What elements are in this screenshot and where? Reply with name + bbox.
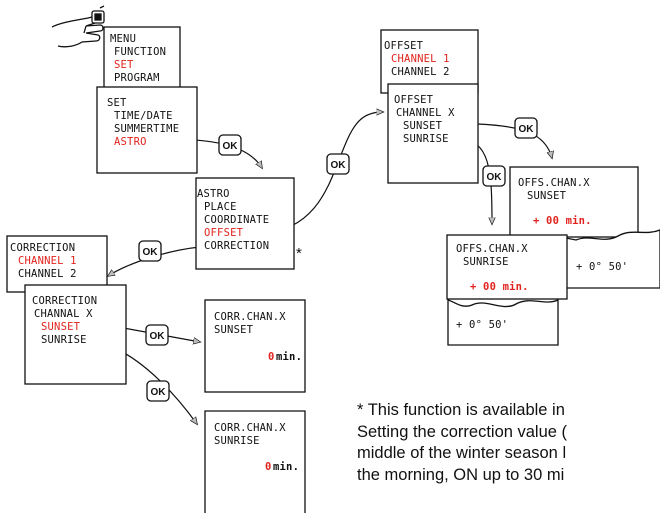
offset-line-channel1: CHANNEL 1 <box>391 53 450 65</box>
corrch-line-channal: CHANNAL X <box>34 308 93 320</box>
offset-channel-screen: OFFSET CHANNEL X SUNSET SUNRISE <box>387 83 479 184</box>
menu-line-set: SET <box>114 59 134 71</box>
hand-press-icon <box>51 5 105 48</box>
offs-sunset-screen: OFFS.CHAN.X SUNSET + 00 min. + 0° 50' <box>509 166 660 289</box>
svg-text:OK: OK <box>519 124 535 135</box>
footnote: * This function is available in Setting … <box>357 400 660 486</box>
asterisk-mark: * <box>296 245 302 262</box>
astro-line-astro: ASTRO <box>197 188 230 200</box>
footnote-line-3: middle of the winter season l <box>357 444 567 462</box>
astro-line-offset: OFFSET <box>204 227 244 239</box>
ok-button-offs-sunset[interactable]: OK <box>514 117 538 139</box>
ok-button-offset[interactable]: OK <box>326 153 350 175</box>
offset-line-offset: OFFSET <box>384 40 424 52</box>
offs-sunset-title1: OFFS.CHAN.X <box>518 177 590 189</box>
offs-sunset-title2: SUNSET <box>527 190 567 202</box>
svg-text:OK: OK <box>487 172 503 183</box>
offsetch-line-offset: OFFSET <box>394 94 434 106</box>
footnote-line-4: the morning, ON up to 30 mi <box>357 465 565 484</box>
offs-sunrise-torn-panel <box>447 298 559 346</box>
menu-line-function: FUNCTION <box>114 46 166 58</box>
corr-sunrise-screen: CORR.CHAN.X SUNRISE 0 min. <box>204 410 306 513</box>
corrch-line-title: CORRECTION <box>32 295 97 307</box>
offs-sunrise-value: + 00 min. <box>470 281 529 293</box>
set-line-timedate: TIME/DATE <box>114 110 173 122</box>
astro-line-place: PLACE <box>204 201 237 213</box>
astro-line-coordinate: COORDINATE <box>204 214 269 226</box>
corr-sunrise-title1: CORR.CHAN.X <box>214 422 286 434</box>
set-line-astro: ASTRO <box>114 136 147 148</box>
corr-sunset-title1: CORR.CHAN.X <box>214 311 286 323</box>
offs-sunset-value: + 00 min. <box>533 215 592 227</box>
offs-sunset-torn-panel <box>565 229 660 289</box>
offsetch-line-channel: CHANNEL X <box>396 107 455 119</box>
corr-sunset-unit: min. <box>276 351 302 363</box>
ok-button-set-astro[interactable]: OK <box>218 134 242 156</box>
correction-line-title: CORRECTION <box>10 242 75 254</box>
corr-sunrise-title2: SUNRISE <box>214 435 260 447</box>
svg-text:OK: OK <box>151 387 167 398</box>
offs-sunrise-title1: OFFS.CHAN.X <box>456 243 528 255</box>
corr-sunrise-unit: min. <box>273 461 299 473</box>
offs-sunrise-screen: OFFS.CHAN.X SUNRISE + 00 min. + 0° 50' <box>446 234 568 346</box>
ok-buttons: OK OK OK OK OK OK OK <box>138 117 538 402</box>
svg-text:OK: OK <box>143 247 159 258</box>
corrch-line-sunrise: SUNRISE <box>41 334 87 346</box>
offsetch-line-sunset: SUNSET <box>403 120 443 132</box>
footnote-line-1: * This function is available in <box>357 401 565 419</box>
offs-sunrise-subvalue: + 0° 50' <box>456 319 508 331</box>
offs-sunset-subvalue: + 0° 50' <box>576 261 628 273</box>
ok-button-offs-sunrise[interactable]: OK <box>482 165 506 187</box>
menu-line-program: PROGRAM <box>114 72 160 84</box>
correction-line-channel1: CHANNEL 1 <box>18 255 77 267</box>
correction-screen: CORRECTION CHANNEL 1 CHANNEL 2 <box>6 235 108 293</box>
corrch-line-sunset: SUNSET <box>41 321 81 333</box>
corr-sunrise-digit: 0 <box>265 461 272 473</box>
footnote-line-2: Setting the correction value ( <box>357 422 568 441</box>
menu-line-menu: MENU <box>110 33 136 45</box>
correction-line-channel2: CHANNEL 2 <box>18 268 77 280</box>
svg-text:OK: OK <box>150 331 166 342</box>
offs-sunrise-title2: SUNRISE <box>463 256 509 268</box>
ok-button-corr-sunset[interactable]: OK <box>145 324 169 346</box>
set-line-summertime: SUMMERTIME <box>114 123 179 135</box>
corr-sunset-digit: 0 <box>268 351 275 363</box>
corr-sunset-screen: CORR.CHAN.X SUNSET 0 min. <box>204 299 306 393</box>
offsetch-line-sunrise: SUNRISE <box>403 133 449 145</box>
set-line-set: SET <box>107 97 127 109</box>
svg-text:OK: OK <box>223 141 239 152</box>
astro-screen: ASTRO PLACE COORDINATE OFFSET CORRECTION <box>195 177 295 270</box>
menu-screen: MENU FUNCTION SET PROGRAM <box>103 26 181 90</box>
offset-line-channel2: CHANNEL 2 <box>391 66 450 78</box>
astro-line-correction: CORRECTION <box>204 240 269 252</box>
set-screen: SET TIME/DATE SUMMERTIME ASTRO <box>96 86 198 174</box>
correction-channel-screen: CORRECTION CHANNAL X SUNSET SUNRISE <box>24 284 127 385</box>
svg-text:OK: OK <box>331 160 347 171</box>
ok-button-corr-sunrise[interactable]: OK <box>146 380 170 402</box>
ok-button-correction[interactable]: OK <box>138 240 162 262</box>
offset-screen: OFFSET CHANNEL 1 CHANNEL 2 <box>380 29 479 94</box>
corr-sunset-title2: SUNSET <box>214 324 254 336</box>
